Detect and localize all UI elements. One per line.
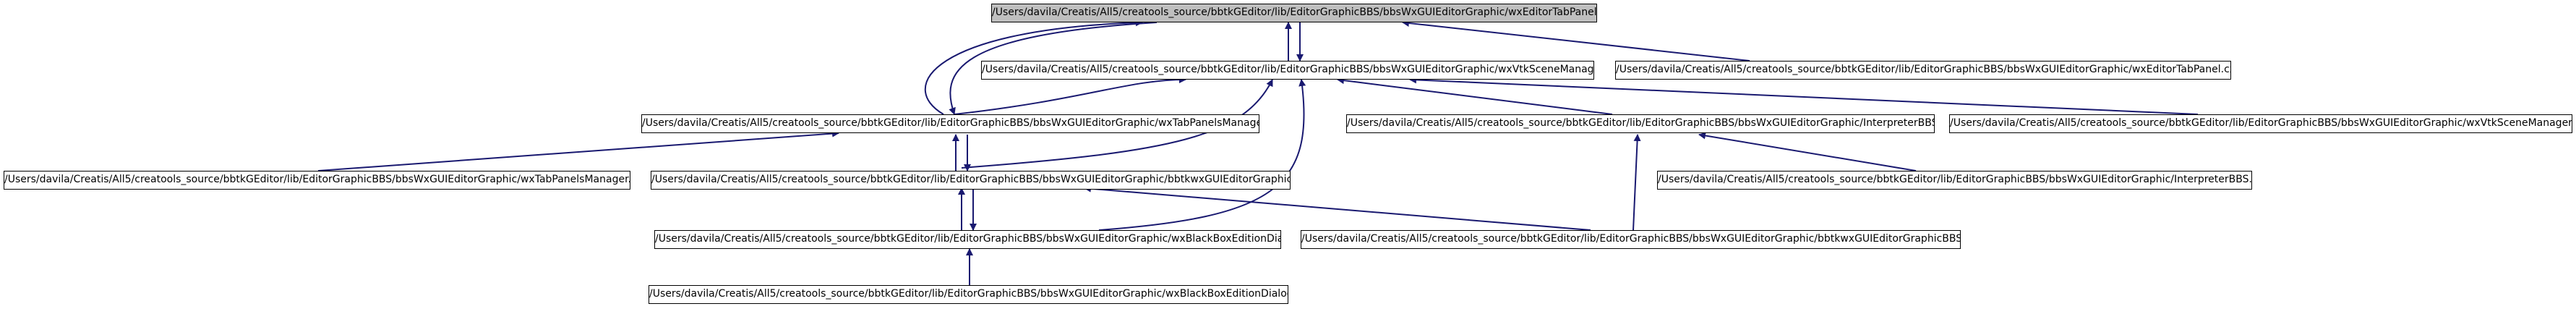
edge-wxTabPanelsManager-h-to-wxEditorTabPanel-h	[924, 19, 1143, 115]
node-InterpreterBBS-h[interactable]: /Users/davila/Creatis/All5/creatools_sou…	[1346, 114, 1935, 133]
node-wxVtkSceneManager-h[interactable]: /Users/davila/Creatis/All5/creatools_sou…	[981, 61, 1594, 80]
node-wxTabPanelsManager-h[interactable]: /Users/davila/Creatis/All5/creatools_sou…	[641, 114, 1259, 133]
edge-wxEditorTabPanel-cxx-to-wxEditorTabPanel-h	[1402, 20, 1750, 62]
edge-InterpreterBBS-cxx-to-InterpreterBBS-h	[1698, 132, 1917, 172]
edge-wxTabPanelsManager-cxx-to-wxTabPanelsManager-h	[317, 130, 839, 172]
edge-InterpreterBBS-h-to-wxVtkSceneManager-h	[1337, 77, 1613, 115]
node-bbtkwxGUIEditorGraphicBBS-h[interactable]: /Users/davila/Creatis/All5/creatools_sou…	[651, 171, 1291, 190]
node-wxEditorTabPanel-cxx[interactable]: /Users/davila/Creatis/All5/creatools_sou…	[1615, 61, 2231, 80]
edge-bbtkwxGUIEditorGraphicBBS-cxx-to-bbtkwxGUIEditorGraphicBBS-h	[1084, 185, 1591, 231]
edge-wxTabPanelsManager-h-to-wxEditorTabPanel-h-2	[949, 22, 1158, 115]
node-bbtkwxGUIEditorGraphicBBS-cxx[interactable]: /Users/davila/Creatis/All5/creatools_sou…	[1301, 230, 1961, 249]
node-InterpreterBBS-cxx[interactable]: /Users/davila/Creatis/All5/creatools_sou…	[1657, 171, 2252, 190]
node-wxBlackBoxEditionDialog-h[interactable]: /Users/davila/Creatis/All5/creatools_sou…	[654, 230, 1281, 249]
edge-wxBlackBoxEditionDialog-h-to-wxVtkSceneManager-h	[1098, 79, 1306, 231]
node-wxVtkSceneManager-cxx[interactable]: /Users/davila/Creatis/All5/creatools_sou…	[1949, 114, 2572, 133]
edge-wxVtkSceneManager-cxx-to-wxVtkSceneManager-h	[1409, 76, 2199, 115]
node-wxEditorTabPanel-h[interactable]: /Users/davila/Creatis/All5/creatools_sou…	[991, 4, 1597, 22]
edge-wxTabPanelsManager-h-to-wxVtkSceneManager-h	[954, 76, 1186, 115]
edge-bbtkwxGUIEditorGraphicBBS-h-to-wxVtkSceneManager-h	[961, 79, 1273, 169]
node-wxBlackBoxEditionDialog-cxx[interactable]: /Users/davila/Creatis/All5/creatools_sou…	[649, 285, 1288, 304]
node-wxTabPanelsManager-cxx[interactable]: /Users/davila/Creatis/All5/creatools_sou…	[4, 171, 630, 190]
edge-bbtkwxGUIEditorGraphicBBS-cxx-to-InterpreterBBS-h	[1633, 134, 1641, 231]
